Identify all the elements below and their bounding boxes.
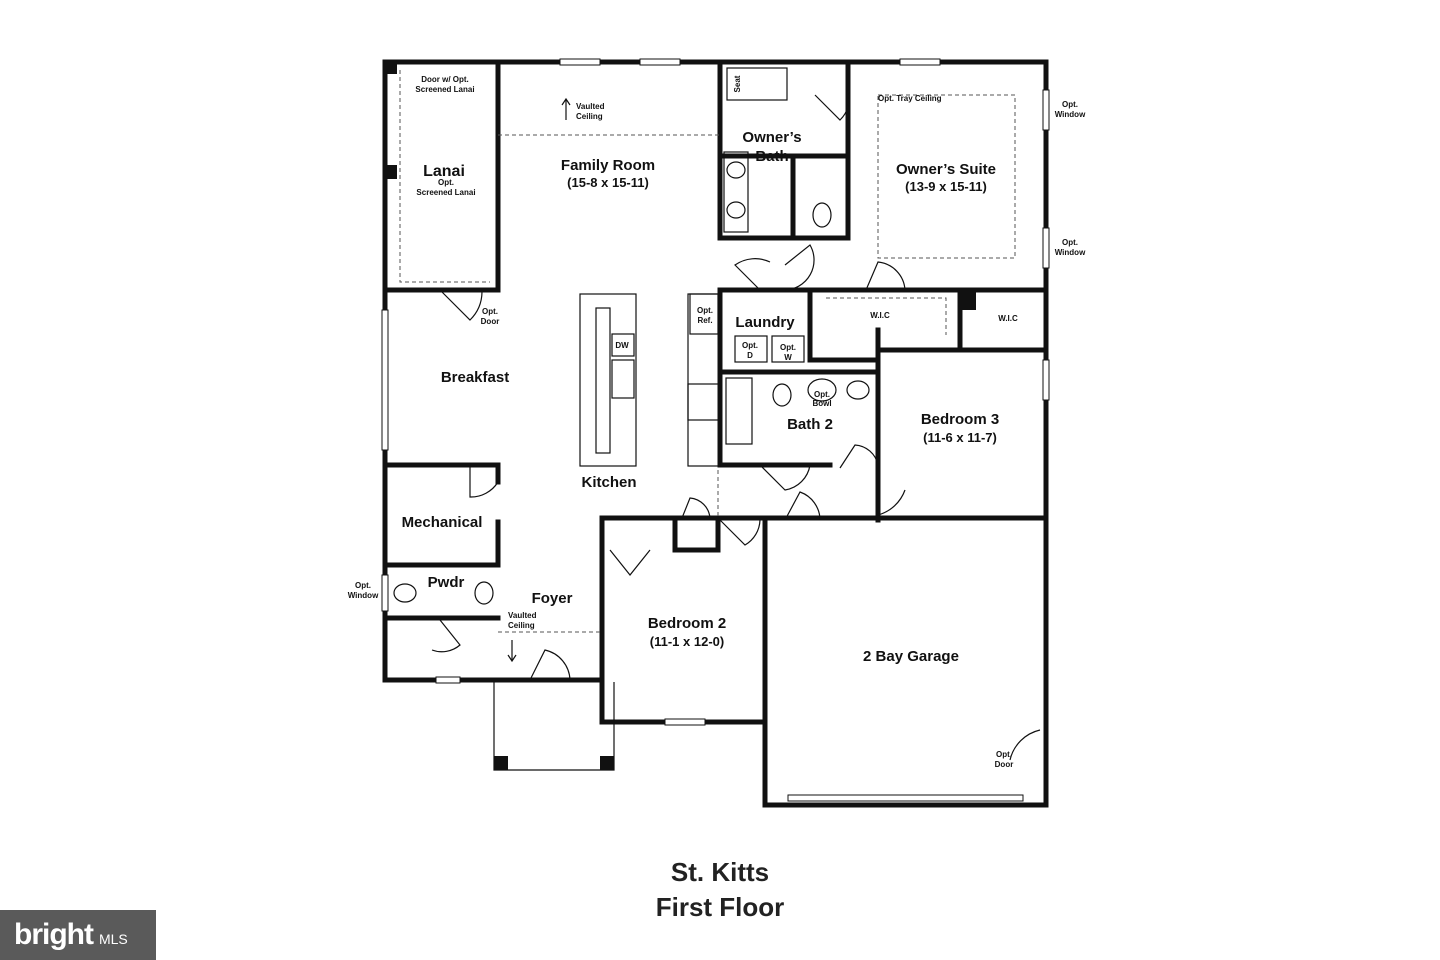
owners-bath-label-1: Owner’s (742, 129, 801, 146)
bedroom2-dim: (11-1 x 12-0) (650, 634, 724, 649)
opt-door-label-1: Opt. (482, 307, 498, 316)
foyer-label: Foyer (532, 590, 573, 607)
lanai-door-label-1: Door w/ Opt. (421, 75, 469, 84)
lanai-label: Lanai (423, 163, 465, 180)
pwdr-label: Pwdr (428, 574, 465, 591)
dashed-lines (399, 70, 1016, 633)
wic-label-1: W.I.C (870, 311, 890, 320)
bedroom2-label: Bedroom 2 (648, 615, 726, 632)
opt-w-label-1: Opt. (780, 343, 796, 352)
foyer-vaulted-1: Vaulted (508, 611, 537, 620)
plan-subtitle: First Floor (655, 892, 785, 922)
breakfast-label: Breakfast (441, 369, 509, 386)
bedroom3-dim: (11-6 x 11-7) (923, 430, 997, 445)
opt-d-label-2: D (747, 351, 753, 360)
bath2-label: Bath 2 (787, 416, 833, 433)
opt-ref-label-2: Ref. (697, 316, 712, 325)
opt-ref-label-1: Opt. (697, 306, 713, 315)
opt-window-a-1: Opt. (1062, 100, 1078, 109)
windows (381, 58, 1050, 802)
foyer-vaulted-2: Ceiling (508, 621, 535, 630)
dw-label: DW (615, 341, 629, 350)
porch (385, 62, 976, 771)
opt-window-b-2: Window (1055, 248, 1086, 257)
owners-suite-dim: (13-9 x 15-11) (905, 179, 987, 194)
opt-door-label-2: Door (481, 317, 500, 326)
owners-bath-label-2: Bath (755, 148, 788, 165)
logo-mls: MLS (98, 931, 128, 947)
bath-fixtures (393, 67, 870, 605)
laundry-label: Laundry (735, 314, 795, 331)
vaulted-label-2: Ceiling (576, 112, 603, 121)
garage-door-label-2: Door (995, 760, 1014, 769)
garage-label: 2 Bay Garage (863, 648, 959, 665)
kitchen-fixtures (579, 293, 805, 467)
lanai-opt-label: Opt. (438, 178, 454, 187)
vaulted-label-1: Vaulted (576, 102, 605, 111)
room-labels: Lanai Opt. Screened Lanai Door w/ Opt. S… (348, 75, 1086, 769)
lanai-door-label-2: Screened Lanai (415, 85, 474, 94)
opt-window-a-2: Window (1055, 110, 1086, 119)
family-room-dim: (15-8 x 15-11) (567, 175, 649, 190)
bedroom3-label: Bedroom 3 (921, 411, 999, 428)
lanai-screened-label: Screened Lanai (416, 188, 475, 197)
vaulted-arrows (507, 97, 571, 663)
kitchen-label: Kitchen (581, 474, 636, 491)
opt-bowl-label-1: Opt. (814, 390, 830, 399)
owners-suite-label: Owner’s Suite (896, 161, 996, 178)
opt-d-label-1: Opt. (742, 341, 758, 350)
opt-w-label-2: W (784, 353, 792, 362)
opt-window-c-2: Window (348, 591, 379, 600)
seat-label: Seat (733, 75, 742, 92)
family-room-label: Family Room (561, 157, 655, 174)
opt-window-c-1: Opt. (355, 581, 371, 590)
plan-title: St. Kitts (670, 857, 770, 887)
opt-bowl-label-2: Bowl (812, 399, 831, 408)
garage-door-label-1: Opt. (996, 750, 1012, 759)
mechanical-label: Mechanical (402, 514, 483, 531)
tray-ceiling-label: Opt. Tray Ceiling (878, 94, 942, 103)
logo-brand: bright (14, 918, 94, 951)
bright-mls-logo: bright MLS (0, 910, 156, 960)
door-swings (431, 89, 1041, 761)
wic-label-2: W.I.C (998, 314, 1018, 323)
opt-window-b-1: Opt. (1062, 238, 1078, 247)
